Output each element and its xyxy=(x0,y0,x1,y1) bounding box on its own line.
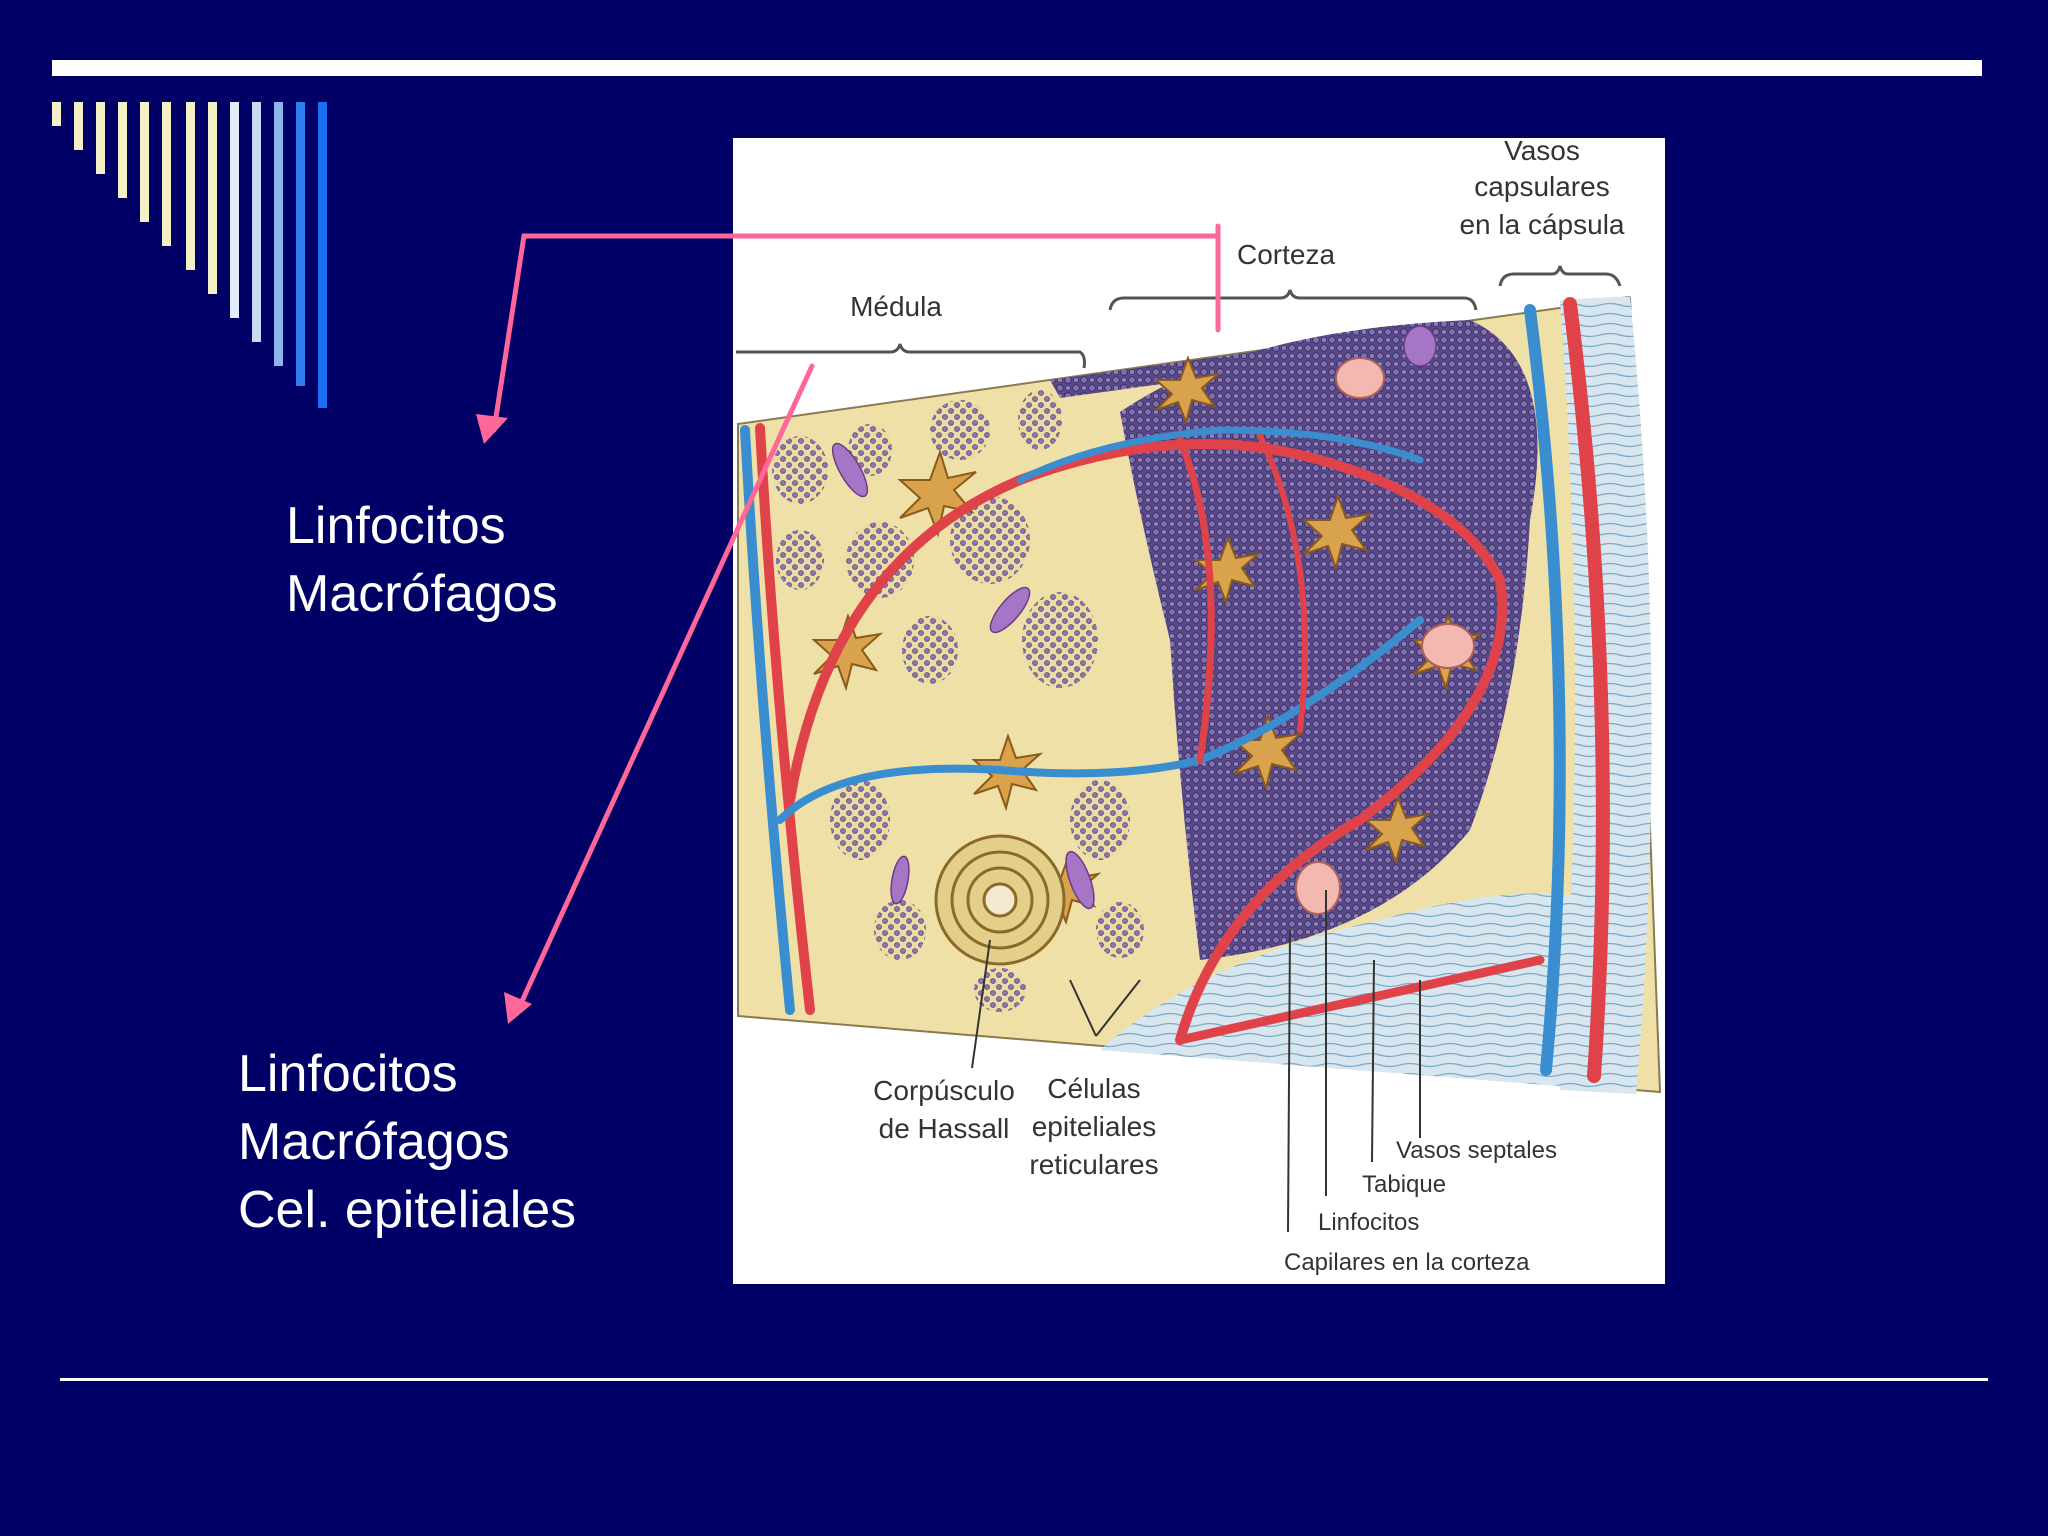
label-epitelial-1: Células xyxy=(1047,1073,1140,1104)
arrowheads xyxy=(476,414,532,1024)
cortex-arrow xyxy=(491,223,1221,433)
hassall-corpuscle xyxy=(934,834,1066,966)
label-epitelial-3: reticulares xyxy=(1029,1149,1158,1180)
thymus-figure: Médula Corteza Vasos capsulares en la cá… xyxy=(733,135,1665,1284)
cortex-region xyxy=(1120,320,1538,960)
label-vasos-septales: Vasos septales xyxy=(1396,1137,1557,1164)
bottom-rule xyxy=(60,1378,1988,1381)
label-epitelial-2: epiteliales xyxy=(1032,1111,1157,1142)
caption-cortex-line-2: Macrófagos xyxy=(286,565,558,623)
caption-medulla-line-2: Macrófagos xyxy=(238,1113,510,1171)
caption-medulla-line-1: Linfocitos xyxy=(238,1045,458,1103)
label-brackets xyxy=(736,265,1622,369)
caption-medulla-line-3: Cel. epiteliales xyxy=(238,1181,577,1239)
decorative-stripes xyxy=(52,102,327,408)
arrowhead-cortex xyxy=(476,414,508,444)
pink-arrows xyxy=(491,223,1221,1013)
medulla-clusters xyxy=(772,390,1144,1012)
blood-vessels xyxy=(740,297,1610,1083)
spindle-cells xyxy=(831,325,1437,910)
caption-cortex: Linfocitos Macrófagos xyxy=(286,492,558,628)
label-tabique: Tabique xyxy=(1362,1171,1446,1198)
label-hassall-1: Corpúsculo xyxy=(873,1075,1015,1106)
leader-lines xyxy=(971,890,1421,1233)
label-capilares: Capilares en la corteza xyxy=(1284,1249,1530,1276)
label-hassall-2: de Hassall xyxy=(879,1113,1010,1144)
label-linfocitos: Linfocitos xyxy=(1318,1209,1419,1236)
label-vasos-capsulares-3: en la cápsula xyxy=(1459,209,1624,240)
septum xyxy=(1100,893,1610,1090)
medulla-arrow xyxy=(515,363,815,1013)
caption-cortex-line-1: Linfocitos xyxy=(286,497,506,555)
label-vasos-capsulares-2: capsulares xyxy=(1474,171,1609,202)
label-corteza: Corteza xyxy=(1237,239,1335,270)
label-vasos-capsulares-1: Vasos xyxy=(1504,135,1580,166)
caption-medulla: Linfocitos Macrófagos Cel. epiteliales xyxy=(238,1040,576,1244)
label-medula: Médula xyxy=(850,291,942,322)
macrophages xyxy=(1295,357,1475,915)
top-rule xyxy=(52,60,1982,76)
arrowhead-medulla xyxy=(504,992,532,1024)
